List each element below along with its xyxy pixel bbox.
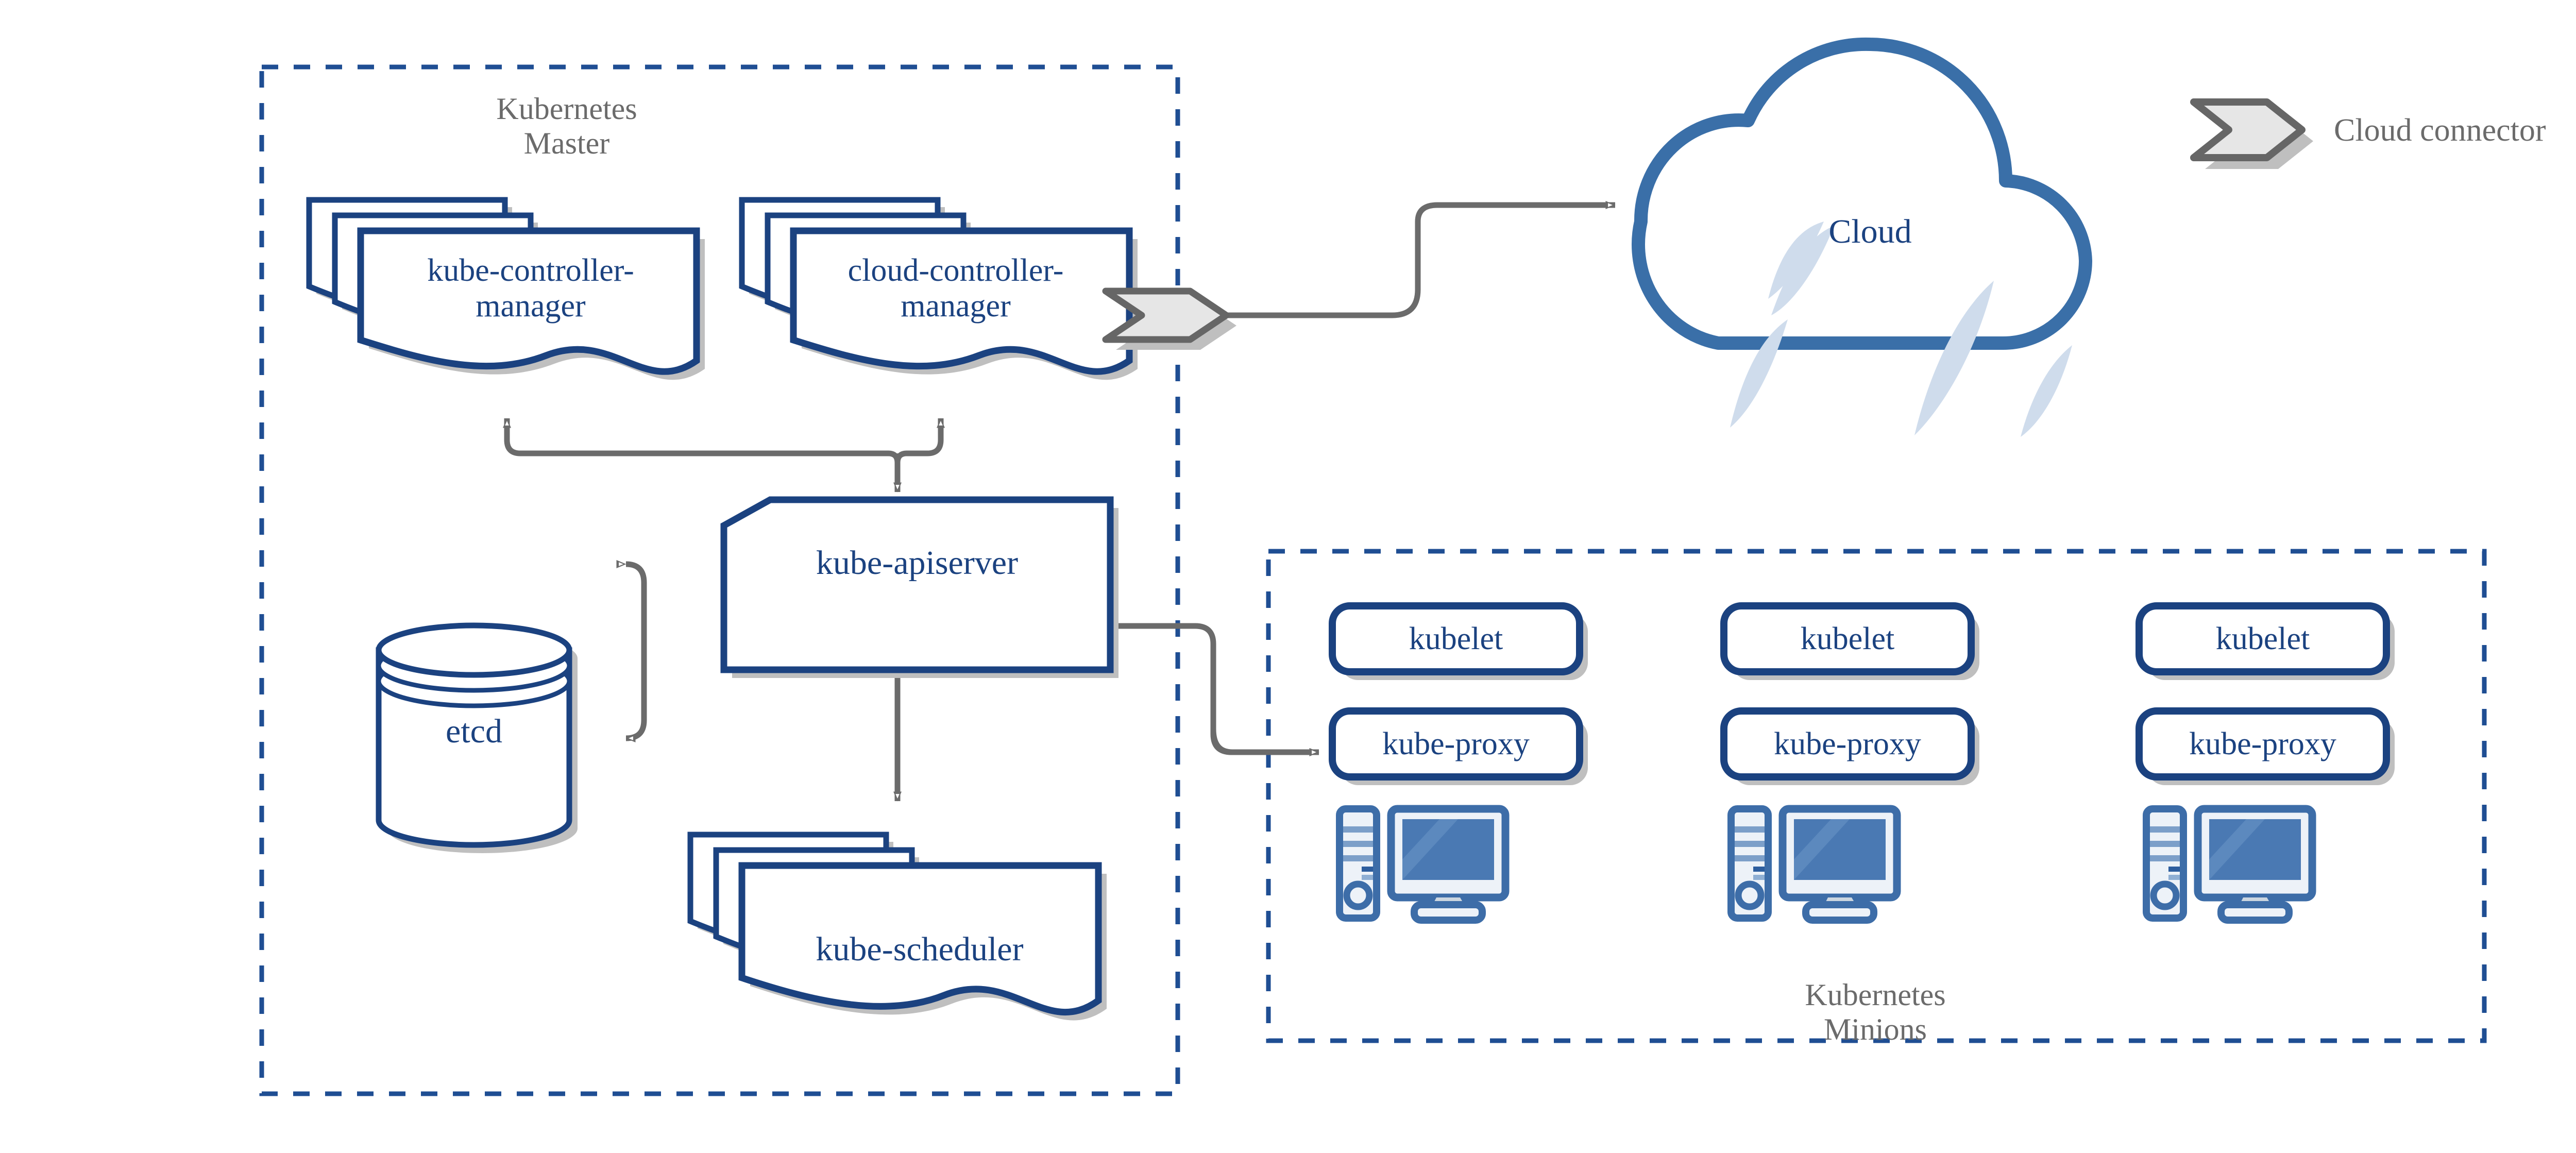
cloud-connector-icon-ccm[interactable] bbox=[1102, 287, 1236, 350]
kubelet-box[interactable] bbox=[1329, 602, 1583, 675]
doc-sheet-front bbox=[790, 227, 1133, 375]
connector-layer bbox=[503, 201, 1616, 802]
connector-branch-left bbox=[503, 418, 901, 463]
node-kube-scheduler[interactable] bbox=[687, 832, 1107, 1021]
node-etcd[interactable] bbox=[376, 622, 578, 853]
minion-node-2 bbox=[1720, 602, 1979, 924]
connector-apiserver-to-etcd bbox=[616, 559, 647, 742]
minion-node-1 bbox=[1329, 602, 1588, 924]
node-cloud-controller-manager[interactable] bbox=[739, 197, 1138, 380]
computer-icon[interactable] bbox=[1336, 805, 1510, 924]
computer-icon[interactable] bbox=[1727, 805, 1901, 924]
connector-branch-right bbox=[894, 418, 945, 463]
group-label-kubernetes-master: Kubernetes Master bbox=[496, 91, 637, 160]
kubelet-box[interactable] bbox=[2136, 602, 2390, 675]
connector-ccm-to-cloud bbox=[1216, 201, 1616, 318]
node-kube-controller-manager[interactable] bbox=[306, 197, 705, 380]
kube-proxy-box[interactable] bbox=[2136, 707, 2390, 781]
node-kube-apiserver[interactable] bbox=[720, 496, 1118, 678]
legend-label-cloud-connector: Cloud connector bbox=[2334, 112, 2546, 148]
kube-proxy-box[interactable] bbox=[1720, 707, 1975, 781]
minion-node-3 bbox=[2136, 602, 2395, 924]
computer-icon[interactable] bbox=[2143, 805, 2316, 924]
kube-proxy-box[interactable] bbox=[1329, 707, 1583, 781]
kubelet-box[interactable] bbox=[1720, 602, 1975, 675]
group-kubernetes-minions-border bbox=[1266, 549, 2487, 1043]
doc-sheet-front bbox=[357, 227, 700, 375]
node-cloud[interactable] bbox=[1632, 37, 2092, 437]
group-label-kubernetes-minions: Kubernetes Minions bbox=[1805, 977, 1946, 1046]
connector-apiserver-to-kubeproxy bbox=[1210, 665, 1319, 756]
group-kubernetes-master-border bbox=[259, 64, 1180, 1096]
legend-cloud-connector-icon bbox=[2190, 98, 2313, 169]
